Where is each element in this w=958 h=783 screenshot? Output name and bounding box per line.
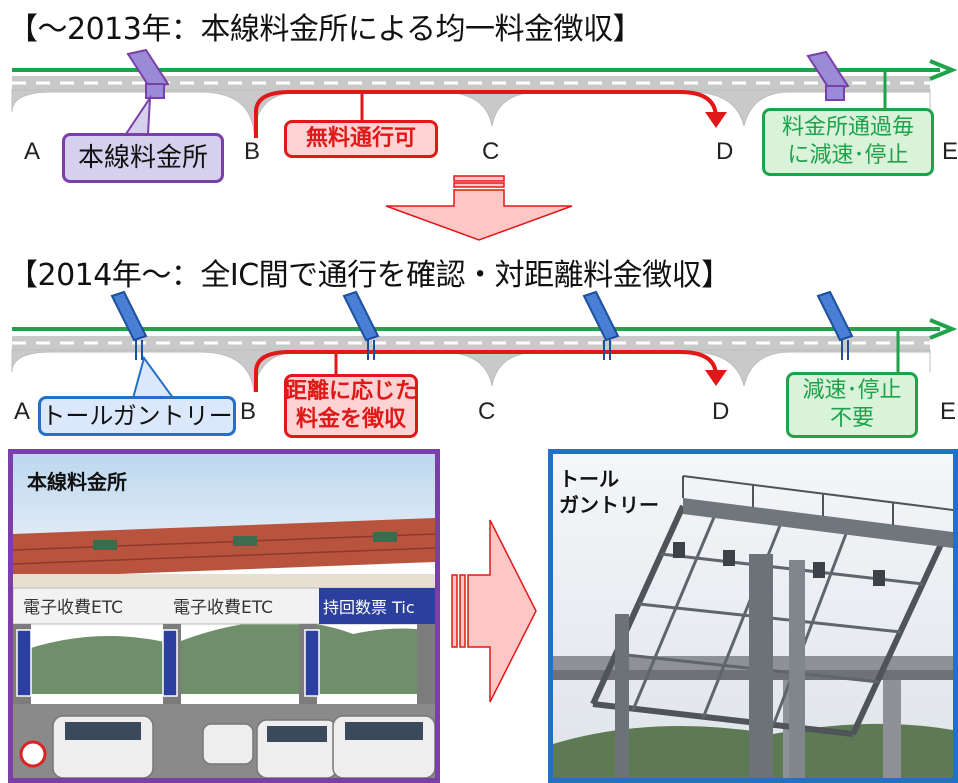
point-a-bottom: A: [14, 398, 31, 425]
transition-down-arrow: [385, 175, 573, 241]
photo-left-title: 本線料金所: [27, 470, 127, 494]
photo-right-title: トール ガントリー: [559, 466, 659, 518]
point-e-top: E: [942, 138, 958, 165]
point-c-top: C: [482, 138, 500, 165]
slowdown-callout: 料金所通過毎 に減速･停止: [762, 108, 934, 176]
point-a-top: A: [24, 138, 41, 165]
bottom-red-route: [254, 350, 718, 392]
distance-fee-line-1: 距離に応じた: [285, 379, 418, 404]
point-d-bottom: D: [712, 398, 730, 425]
bottom-green-arrowhead: [929, 318, 958, 340]
gantry-callout: トールガントリー: [38, 396, 236, 436]
point-b-bottom: B: [240, 398, 257, 425]
distance-fee-line-2: 料金を徴収: [295, 407, 406, 432]
free-passage-callout: 無料通行可: [284, 120, 438, 158]
gantry-a: [110, 290, 148, 360]
booth-sign-3: 持回数票 Tic: [323, 598, 415, 617]
toll-callout-tail: [124, 94, 152, 135]
no-stop-line-2: 不要: [829, 406, 874, 431]
mainline-toll-booth-d: [806, 50, 850, 101]
toll-plaza-illustration: 電子收費ETC 電子收費ETC 持回数票 Tic: [13, 518, 435, 778]
point-d-top: D: [716, 138, 734, 165]
toll-gantry-illustration: [553, 475, 953, 778]
point-b-top: B: [244, 138, 261, 165]
header-2013: 【～2013年：本線料金所による均一料金徴収】: [8, 12, 642, 47]
header-2014: 【2014年～：全IC間で通行を確認・対距離料金徴収】: [8, 258, 731, 293]
mainline-toll-callout: 本線料金所: [62, 133, 224, 183]
gantry-c: [582, 290, 620, 360]
distance-fee-callout: 距離に応じた 料金を徴収: [284, 374, 418, 438]
top-red-arrowhead: [705, 112, 727, 128]
no-stop-callout: 減速･停止 不要: [786, 372, 918, 438]
mainline-toll-booth-a: [126, 48, 170, 99]
toll-gantry-photo: トール ガントリー: [548, 449, 958, 783]
point-e-bottom: E: [940, 398, 957, 425]
top-green-arrowhead: [929, 59, 958, 81]
booth-sign-1: 電子收費ETC: [23, 598, 123, 618]
bottom-road: [11, 336, 931, 393]
photo-right-title-line-1: トール: [559, 467, 619, 491]
slowdown-line-1: 料金所通過毎: [781, 115, 914, 140]
slowdown-line-2: に減速･停止: [787, 143, 909, 168]
gantry-b: [342, 290, 380, 360]
photo-transition-arrow: [451, 519, 537, 703]
no-stop-line-1: 減速･停止: [802, 378, 902, 403]
gantry-d: [816, 290, 854, 360]
top-red-route: [254, 90, 718, 138]
toll-plaza-photo: 本線料金所 電子收費ETC 電子收費ETC 持回数票 Tic: [8, 449, 440, 783]
bottom-red-arrowhead: [705, 370, 727, 386]
photo-right-title-line-2: ガントリー: [559, 493, 659, 517]
point-c-bottom: C: [478, 398, 496, 425]
booth-sign-2: 電子收費ETC: [173, 598, 273, 618]
